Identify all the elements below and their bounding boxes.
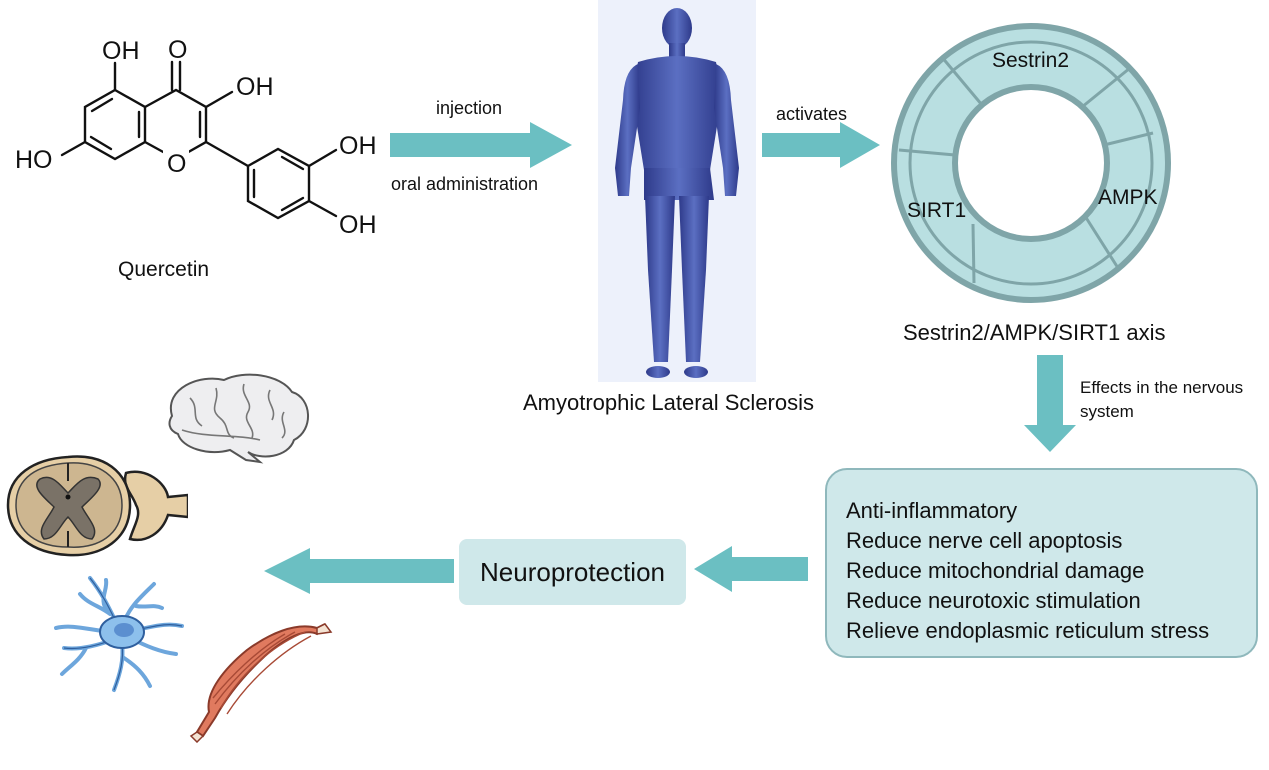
route-arrow (390, 122, 572, 168)
muscle-icon (189, 623, 333, 743)
brain-icon (168, 373, 309, 464)
activates-arrow (762, 122, 880, 168)
effect-item: Relieve endoplasmic reticulum stress (846, 618, 1210, 643)
activates-label: activates (776, 104, 848, 124)
segment-ampk: AMPK (1098, 186, 1158, 209)
atom-ring-o: O (167, 150, 186, 178)
spinal-cord-icon (6, 455, 188, 557)
atom-ho-left: HO (15, 146, 53, 174)
segment-sirt1: SIRT1 (907, 199, 966, 222)
down-arrow (1024, 355, 1076, 452)
effect-item: Reduce mitochondrial damage (846, 558, 1145, 583)
atom-oh-b2: OH (339, 211, 377, 239)
effect-item: Reduce nerve cell apoptosis (846, 528, 1123, 553)
neuroprotection-box: Neuroprotection (459, 539, 686, 605)
atom-oh-top: OH (102, 37, 140, 65)
nervous-effects-label: Effects in the nervous system (1080, 378, 1244, 421)
effects-to-neuro-arrow (694, 546, 808, 592)
atom-oh-b1: OH (339, 132, 377, 160)
quercetin-structure: OH O OH HO O OH OH (15, 36, 377, 239)
axis-title: Sestrin2/AMPK/SIRT1 axis (903, 320, 1166, 345)
astrocyte-icon (54, 576, 184, 692)
effect-item: Anti-inflammatory (846, 498, 1018, 523)
effects-list: Anti-inflammatory Reduce nerve cell apop… (827, 470, 1256, 646)
human-label: Amyotrophic Lateral Sclerosis (523, 390, 815, 415)
atom-carbonyl-o: O (168, 36, 187, 64)
route-oral-label: oral administration (391, 174, 539, 194)
neuro-to-tissue-arrow (264, 548, 454, 594)
segment-sestrin2: Sestrin2 (992, 49, 1069, 72)
human-body-icon (598, 0, 756, 382)
effects-box: Anti-inflammatory Reduce nerve cell apop… (825, 468, 1258, 658)
molecule-name: Quercetin (118, 258, 210, 281)
atom-oh-right: OH (236, 73, 274, 101)
effect-item: Reduce neurotoxic stimulation (846, 588, 1141, 613)
axis-ring: Sestrin2 AMPK SIRT1 (891, 23, 1171, 303)
route-injection-label: injection (436, 98, 503, 118)
